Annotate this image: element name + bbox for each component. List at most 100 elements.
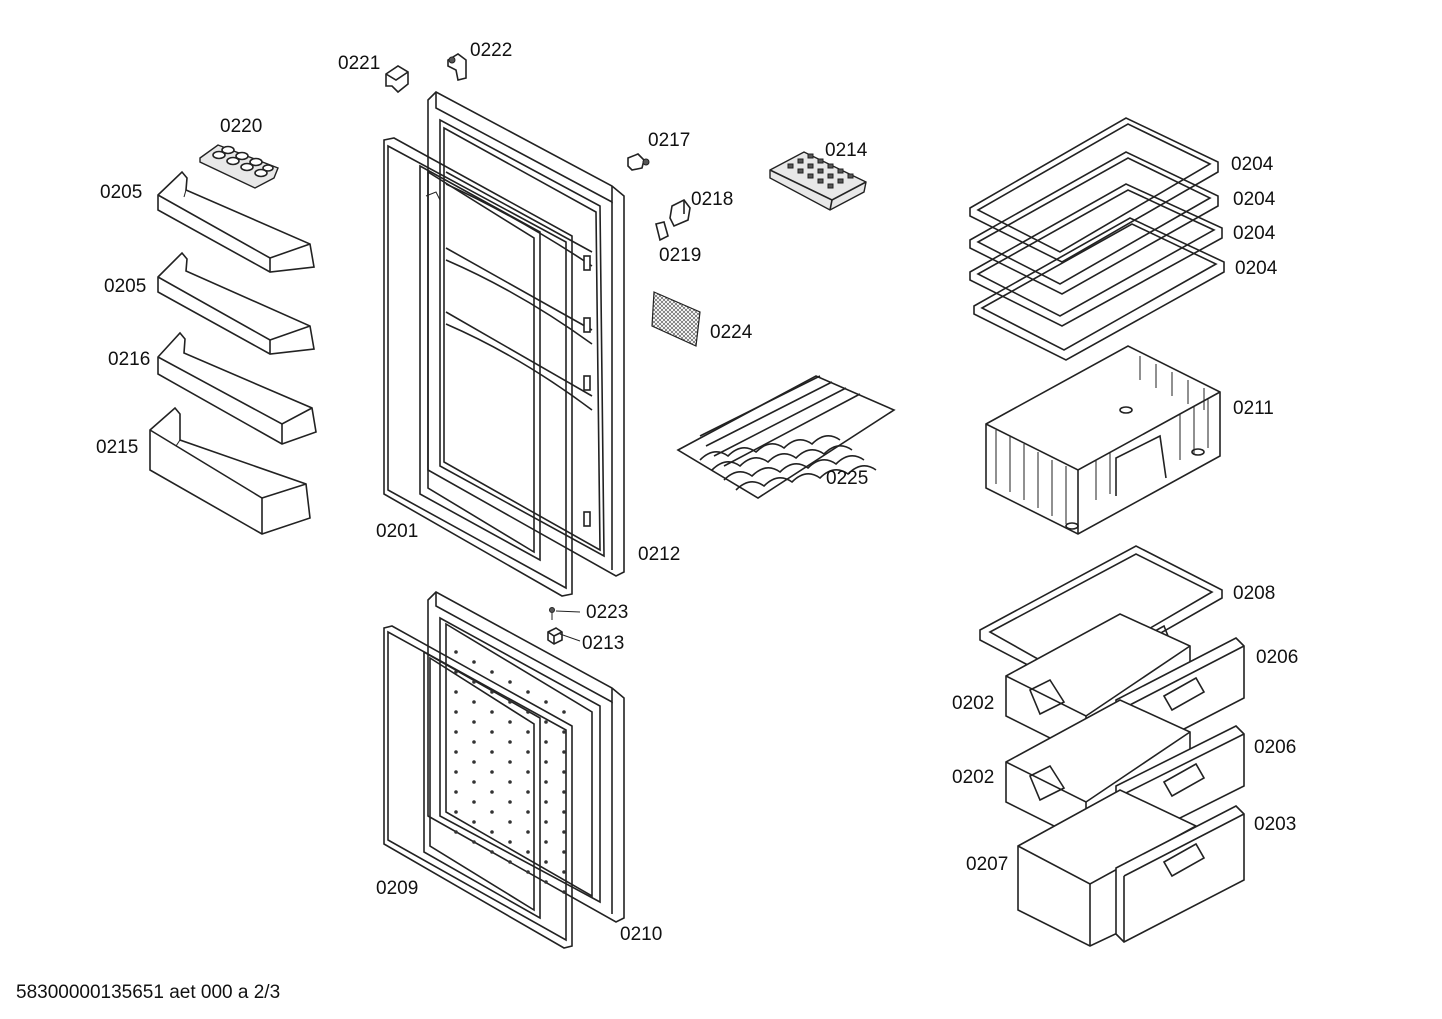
block-0213 — [547, 627, 563, 645]
door-dot — [526, 850, 530, 854]
door-dot — [562, 870, 566, 874]
callout-0204-d: 0204 — [1235, 258, 1278, 279]
door-dot — [454, 650, 458, 654]
callout-0212: 0212 — [638, 544, 681, 565]
door-dot — [490, 690, 494, 694]
callout-0205-a: 0205 — [100, 182, 143, 203]
screw-0223 — [549, 607, 555, 620]
door-dot — [526, 790, 530, 794]
door-dot — [508, 860, 512, 864]
callout-0216: 0216 — [108, 349, 151, 370]
bottle-shelf-0215 — [149, 406, 311, 535]
door-dot — [490, 670, 494, 674]
freezer-door-gasket-0209 — [383, 625, 573, 949]
callout-0219: 0219 — [659, 245, 702, 266]
door-dot — [526, 750, 530, 754]
fridge-door-0212 — [425, 91, 625, 577]
door-dot — [454, 770, 458, 774]
callout-0204-a: 0204 — [1231, 154, 1274, 175]
callout-0209: 0209 — [376, 878, 419, 899]
door-dot — [544, 700, 548, 704]
leader-lines — [555, 610, 581, 642]
freezer-door-dots — [454, 650, 566, 894]
callout-0218: 0218 — [691, 189, 734, 210]
door-dot — [526, 830, 530, 834]
door-dot — [508, 840, 512, 844]
callout-0213: 0213 — [582, 633, 625, 654]
document-code: 58300000135651 aet 000 a 2/3 — [16, 982, 281, 1003]
door-dot — [472, 660, 476, 664]
callout-0202-a: 0202 — [952, 693, 995, 714]
door-dot — [562, 790, 566, 794]
door-dot — [562, 830, 566, 834]
callout-0222: 0222 — [470, 40, 513, 61]
door-dot — [508, 760, 512, 764]
door-dot — [508, 800, 512, 804]
callout-0208: 0208 — [1233, 583, 1276, 604]
door-gasket-0201 — [383, 137, 573, 597]
door-shelf-0205-lower — [157, 251, 315, 355]
door-dot — [472, 780, 476, 784]
door-dot — [526, 870, 530, 874]
callout-0225: 0225 — [826, 468, 869, 489]
door-dot — [472, 840, 476, 844]
callout-0204-b: 0204 — [1233, 189, 1276, 210]
door-dot — [526, 710, 530, 714]
door-dot — [454, 810, 458, 814]
door-dot — [508, 820, 512, 824]
callout-0220: 0220 — [220, 116, 263, 137]
door-dot — [544, 860, 548, 864]
door-dot — [562, 850, 566, 854]
callout-0206-a: 0206 — [1256, 647, 1299, 668]
door-dot — [454, 690, 458, 694]
door-dot — [562, 770, 566, 774]
callout-0205-b: 0205 — [104, 276, 147, 297]
door-dot — [508, 700, 512, 704]
door-dot — [508, 720, 512, 724]
door-dot — [490, 810, 494, 814]
callout-0202-b: 0202 — [952, 767, 995, 788]
callout-0207: 0207 — [966, 854, 1009, 875]
callout-0201: 0201 — [376, 521, 419, 542]
door-dot — [544, 880, 548, 884]
filter-mat-0224 — [651, 291, 701, 347]
door-dot — [562, 810, 566, 814]
door-dot — [472, 720, 476, 724]
door-dot — [454, 670, 458, 674]
door-dot — [454, 750, 458, 754]
callout-0206-b: 0206 — [1254, 737, 1297, 758]
door-dot — [544, 800, 548, 804]
callout-0211: 0211 — [1233, 398, 1274, 419]
door-dot — [490, 710, 494, 714]
door-dot — [490, 750, 494, 754]
ice-tray-0214 — [769, 151, 867, 211]
door-dot — [526, 810, 530, 814]
glass-shelf-0204-d — [973, 217, 1225, 361]
callout-0221: 0221 — [338, 53, 381, 74]
door-dot — [490, 730, 494, 734]
bracket-0218 — [669, 198, 691, 228]
door-dot — [526, 690, 530, 694]
egg-tray-0220 — [199, 144, 279, 189]
door-dot — [490, 830, 494, 834]
callout-0224: 0224 — [710, 322, 753, 343]
door-dot — [562, 750, 566, 754]
door-dot — [508, 780, 512, 784]
door-dot — [454, 730, 458, 734]
door-dot — [472, 680, 476, 684]
drawer-front-0203 — [1115, 805, 1245, 943]
door-dot — [508, 680, 512, 684]
door-dot — [544, 780, 548, 784]
door-dot — [490, 790, 494, 794]
door-dot — [472, 800, 476, 804]
callout-0203: 0203 — [1254, 814, 1297, 835]
glass-shelf-0204-b — [969, 151, 1219, 295]
door-dot — [490, 850, 494, 854]
door-dot — [526, 770, 530, 774]
callout-0204-c: 0204 — [1233, 223, 1276, 244]
door-dot — [562, 730, 566, 734]
door-dot — [526, 730, 530, 734]
door-dot — [454, 830, 458, 834]
callout-0217: 0217 — [648, 130, 691, 151]
